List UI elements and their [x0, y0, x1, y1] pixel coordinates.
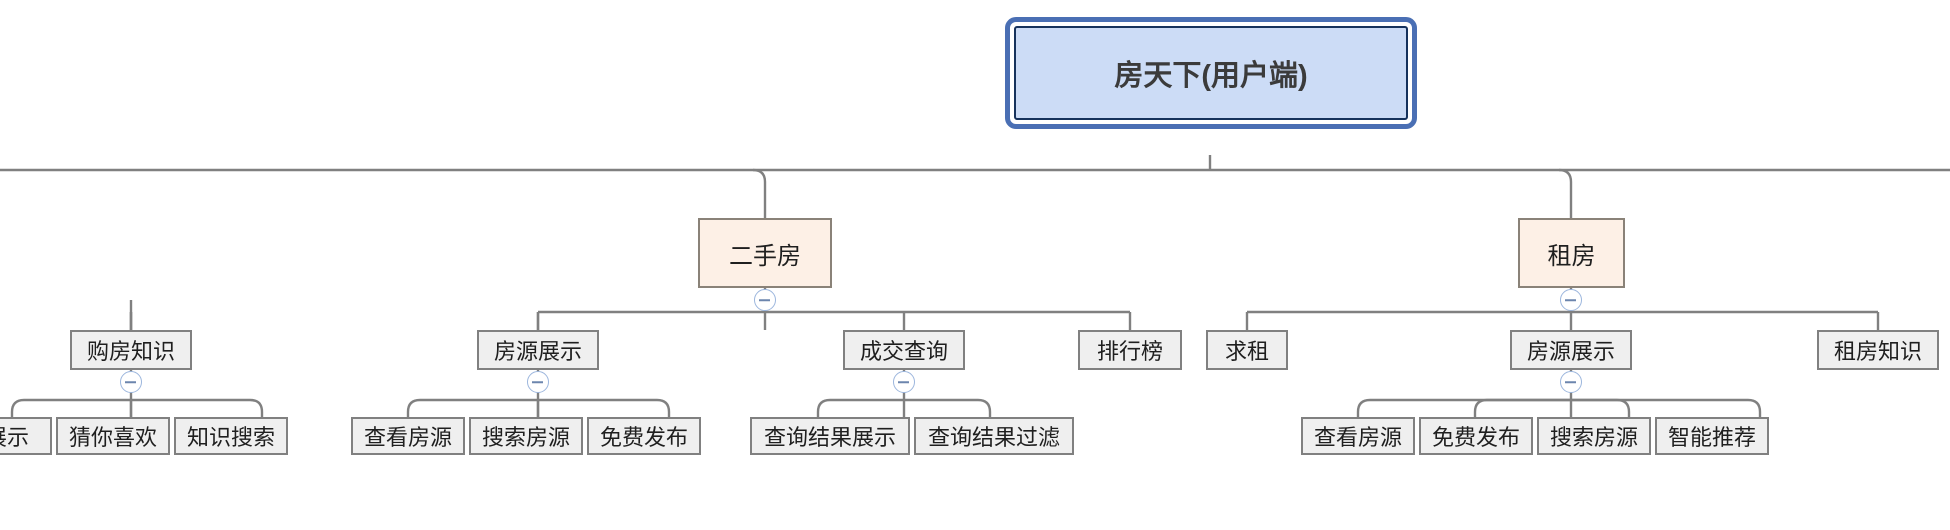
sub-node-gouf-zhishi[interactable]: 购房知识	[70, 330, 192, 370]
leaf-node-chakan-fangyuan-2[interactable]: 查看房源	[1301, 417, 1415, 455]
collapse-toggle-zufang[interactable]	[1560, 289, 1582, 311]
collapse-toggle-chengjiao-chaxun[interactable]	[893, 371, 915, 393]
sub-node-chengjiao-chaxun[interactable]: 成交查询	[843, 330, 965, 370]
collapse-toggle-ershoufang[interactable]	[754, 289, 776, 311]
sub-node-fangyuan-zhanshi-ershoufang[interactable]: 房源展示	[477, 330, 599, 370]
root-node-halo	[1005, 17, 1417, 129]
leaf-node-mianfei-fabu-2[interactable]: 免费发布	[1419, 417, 1533, 455]
leaf-node-sousuo-fangyuan-2[interactable]: 搜索房源	[1537, 417, 1651, 455]
category-node-zufang[interactable]: 租房	[1518, 218, 1625, 288]
leaf-node-chakan-fangyuan-1[interactable]: 查看房源	[351, 417, 465, 455]
collapse-toggle-fangyuan-zhanshi-ershoufang[interactable]	[527, 371, 549, 393]
collapse-toggle-gouf-zhishi[interactable]	[120, 371, 142, 393]
leaf-node-zhineng-tuijian[interactable]: 智能推荐	[1655, 417, 1769, 455]
leaf-node-cainixihuan[interactable]: 猜你喜欢	[56, 417, 170, 455]
sub-node-zufang-zhishi[interactable]: 租房知识	[1817, 330, 1939, 370]
leaf-node-mianfei-fabu-1[interactable]: 免费发布	[587, 417, 701, 455]
sub-node-fangyuan-zhanshi-zufang[interactable]: 房源展示	[1510, 330, 1632, 370]
root-node[interactable]: 房天下(用户端)	[1014, 26, 1408, 120]
sub-node-paihangbang[interactable]: 排行榜	[1078, 330, 1182, 370]
leaf-node-zhishi-sousuo[interactable]: 知识搜索	[174, 417, 288, 455]
leaf-node-chaxun-jieguo-zhanshi[interactable]: 查询结果展示	[750, 417, 910, 455]
leaf-node-sousuo-fangyuan-1[interactable]: 搜索房源	[469, 417, 583, 455]
leaf-node-chaxun-jieguo-guolv[interactable]: 查询结果过滤	[914, 417, 1074, 455]
leaf-node-zhanshi[interactable]: 展示	[0, 417, 52, 455]
category-node-ershoufang[interactable]: 二手房	[698, 218, 832, 288]
sub-node-qiuzu[interactable]: 求租	[1206, 330, 1288, 370]
collapse-toggle-fangyuan-zhanshi-zufang[interactable]	[1560, 371, 1582, 393]
